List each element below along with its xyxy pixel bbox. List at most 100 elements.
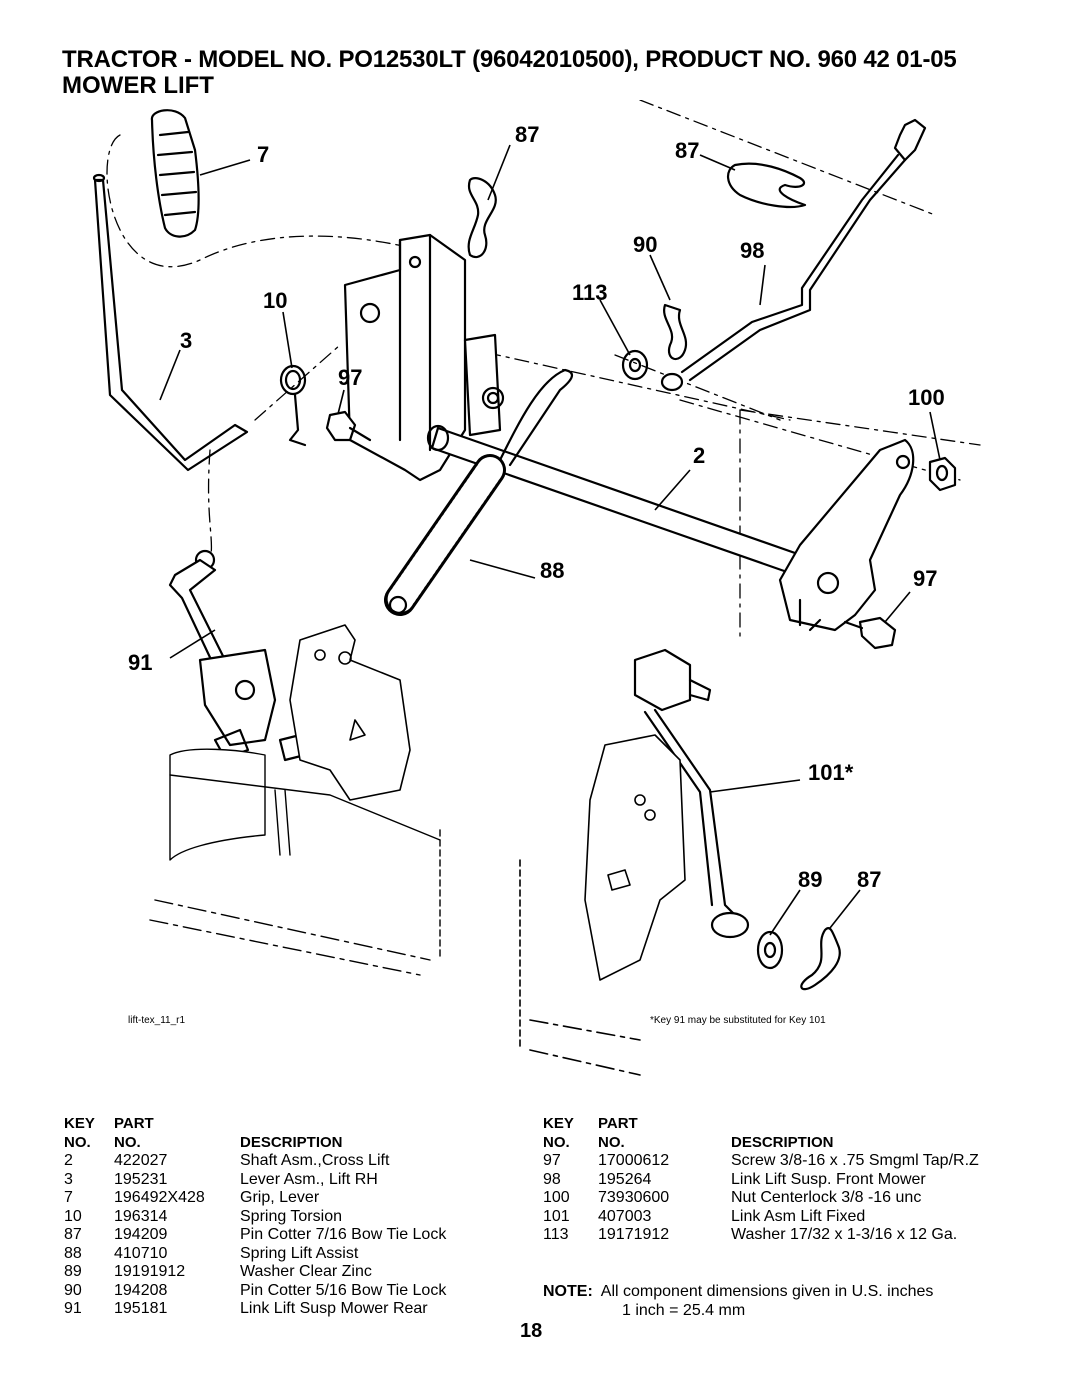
callout-101: 101* [808, 760, 854, 785]
part-number: 195264 [598, 1170, 652, 1188]
pin-cotter-part [663, 303, 688, 361]
key-number: 2 [64, 1152, 73, 1169]
note-line-2: 1 inch = 25.4 mm [622, 1301, 746, 1319]
pivot-bracket-part [463, 333, 505, 437]
grip-lever-part [150, 109, 200, 238]
cross-shaft-part [426, 424, 824, 586]
key-number: 100 [543, 1189, 570, 1206]
header-description: DESCRIPTION [731, 1133, 834, 1151]
parts-table-right: KEY PART NO. NO. DESCRIPTION 97 17000612 S… [543, 1115, 1023, 1245]
part-number: 17000612 [598, 1152, 670, 1169]
callout-91: 91 [128, 650, 152, 675]
key-number: 98 [543, 1170, 561, 1188]
header-key: KEY [543, 1115, 574, 1132]
callout-10: 10 [263, 288, 287, 313]
nut-centerlock-part [928, 456, 957, 492]
parts-table-row: 89 19191912 Washer Clear Zinc [64, 1263, 484, 1282]
part-description: Link Asm Lift Fixed [731, 1207, 866, 1225]
pin-cotter-part [727, 162, 807, 209]
callout-89: 89 [798, 867, 822, 892]
header-description: DESCRIPTION [240, 1133, 343, 1151]
header-no: NO. [543, 1133, 570, 1151]
part-description: Washer Clear Zinc [240, 1263, 372, 1280]
key-number: 88 [64, 1244, 82, 1262]
pin-cotter-part [467, 177, 497, 259]
header-part: PART [598, 1115, 638, 1132]
callout-3: 3 [180, 328, 192, 353]
parts-table-row: 90 194208 Pin Cotter 5/16 Bow Tie Lock [64, 1282, 484, 1301]
lift-bracket-part [343, 233, 467, 482]
exploded-parts-diagram: 87 7 87 90 98 113 10 3 97 100 2 88 97 91… [92, 100, 981, 1076]
key-number: 90 [64, 1281, 82, 1299]
key-number: 3 [64, 1170, 73, 1188]
part-number: 196314 [114, 1207, 168, 1225]
part-number: 196492X428 [114, 1189, 205, 1206]
callout-113: 113 [572, 280, 608, 305]
callout-100: 100 [908, 385, 945, 410]
callout-97: 97 [913, 566, 937, 591]
mower-bracket-part [519, 734, 686, 1076]
part-number: 195231 [114, 1170, 168, 1188]
key-number: 101 [543, 1207, 570, 1225]
header-key: KEY [64, 1115, 95, 1132]
callout-7: 7 [257, 142, 269, 167]
key-number: 7 [64, 1189, 73, 1206]
header-no: NO. [598, 1133, 625, 1151]
section-title: MOWER LIFT [62, 72, 214, 99]
callout-97: 97 [338, 365, 362, 390]
part-description: Washer 17/32 x 1-3/16 x 12 Ga. [731, 1226, 958, 1243]
mower-bracket-part [289, 624, 411, 801]
note-label: NOTE: [543, 1283, 593, 1300]
part-description: Grip, Lever [240, 1189, 320, 1206]
part-number: 19191912 [114, 1263, 186, 1280]
rear-link-part [168, 549, 307, 762]
part-number: 19171912 [598, 1226, 670, 1243]
part-number: 422027 [114, 1152, 168, 1169]
lift-lever-part [92, 173, 249, 472]
screw-part [325, 410, 372, 442]
spring-torsion-part [279, 364, 307, 447]
page-title: TRACTOR - MODEL NO. PO12530LT (960420105… [62, 46, 957, 73]
header-no: NO. [64, 1133, 91, 1151]
key-number: 89 [64, 1263, 82, 1280]
parts-table-row: 2 422027 Shaft Asm.,Cross Lift [64, 1152, 484, 1171]
table-header-row-1: KEY PART [64, 1115, 484, 1134]
part-description: Pin Cotter 5/16 Bow Tie Lock [240, 1281, 447, 1299]
part-description: Link Lift Susp. Front Mower [731, 1170, 926, 1188]
fixed-link-part [633, 648, 750, 939]
part-description: Screw 3/8-16 x .75 Smgml Tap/R.Z [731, 1152, 979, 1169]
pin-cotter-part [800, 927, 841, 991]
callout-87: 87 [857, 867, 881, 892]
part-number: 195181 [114, 1300, 168, 1317]
part-number: 194208 [114, 1281, 168, 1299]
key-number: 97 [543, 1152, 561, 1169]
part-description: Shaft Asm.,Cross Lift [240, 1152, 390, 1169]
part-number: 73930600 [598, 1189, 670, 1206]
key-number: 87 [64, 1226, 82, 1243]
callout-87: 87 [515, 122, 539, 147]
header-no: NO. [114, 1133, 141, 1151]
dimension-note: NOTE: All component dimensions given in … [543, 1283, 933, 1320]
parts-table-left: KEY PART NO. NO. DESCRIPTION 2 422027 Shaf… [64, 1115, 484, 1319]
figure-id: lift-tex_11_r1 [128, 1015, 186, 1026]
part-number: 194209 [114, 1226, 168, 1243]
mower-deck-part [149, 748, 441, 976]
washer-part [621, 349, 649, 381]
header-part: PART [114, 1115, 154, 1132]
callout-98: 98 [740, 238, 764, 263]
parts-table-row: 87 194209 Pin Cotter 7/16 Bow Tie Lock [64, 1226, 484, 1245]
key-number: 113 [543, 1226, 569, 1243]
note-line-1: All component dimensions given in U.S. i… [600, 1283, 934, 1300]
front-link-part [660, 118, 927, 392]
page-number: 18 [520, 1320, 543, 1342]
lift-arm-part [778, 438, 915, 632]
screw-part [843, 616, 897, 650]
callout-90: 90 [633, 232, 657, 257]
parts-table-row: 113 19171912 Washer 17/32 x 1-3/16 x 12 Ga… [543, 1226, 1023, 1245]
part-description: Pin Cotter 7/16 Bow Tie Lock [240, 1226, 447, 1243]
parts-table-row: 7 196492X428 Grip, Lever [64, 1189, 484, 1208]
